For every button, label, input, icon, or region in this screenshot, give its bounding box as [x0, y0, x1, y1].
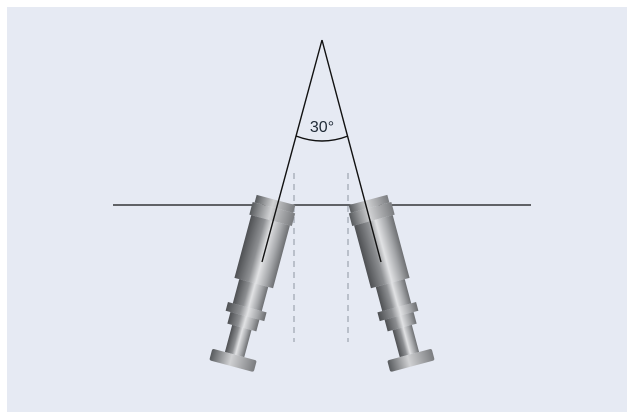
angle-ray-right [321, 39, 382, 263]
angle-arc [295, 135, 349, 142]
panel-background [7, 7, 627, 412]
angle-label: 30° [310, 119, 334, 136]
angle-ray-left [261, 39, 323, 263]
